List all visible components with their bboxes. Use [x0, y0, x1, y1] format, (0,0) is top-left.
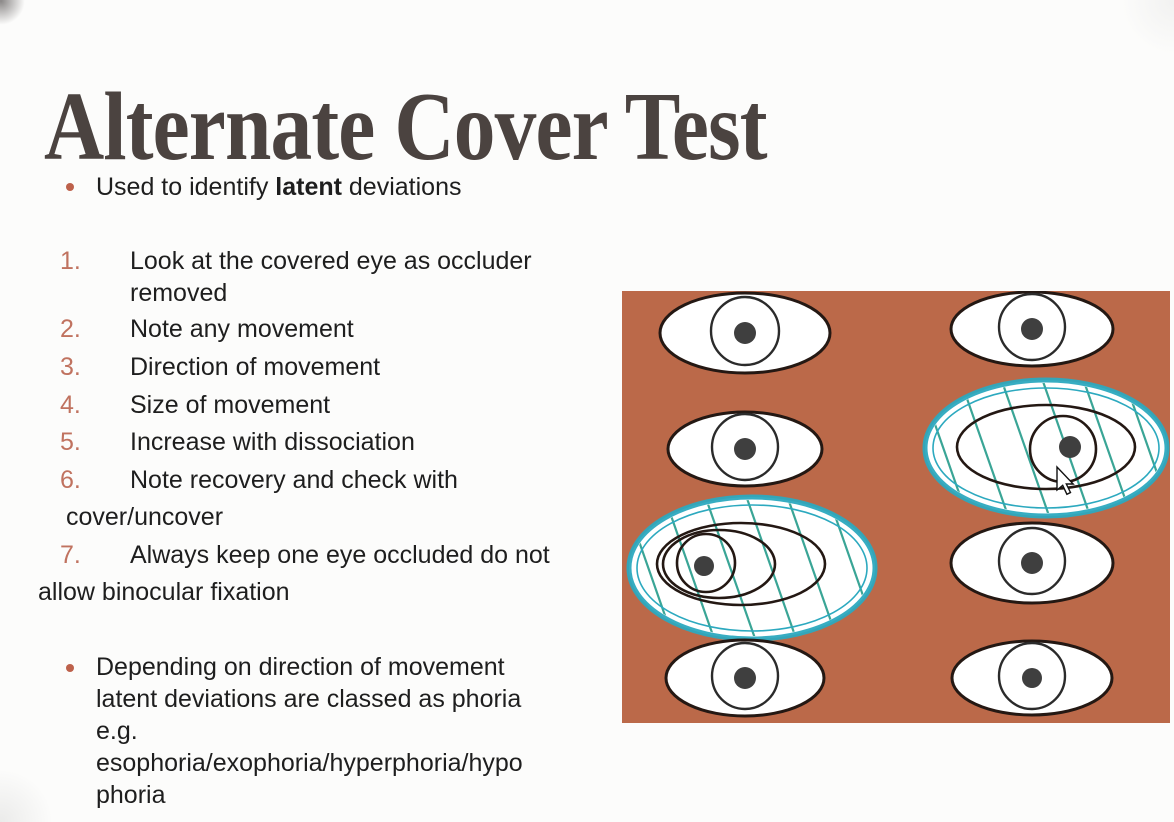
list-item-1-wrap: removed [130, 279, 228, 307]
list-item-7: Always keep one eye occluded do not [130, 541, 550, 569]
bullet-1-post: deviations [341, 173, 462, 201]
bullet-2-line-1: Depending on direction of movement [96, 653, 505, 681]
list-item-6: Note recovery and check with [130, 466, 458, 494]
bullet-2-line-2: latent deviations are classed as phoria [96, 685, 522, 713]
bullet-2-line-5: phoria [96, 781, 166, 809]
eye-covered-occluder [626, 494, 878, 642]
eye-diagram [622, 290, 1170, 723]
list-num-4: 4. [60, 391, 81, 419]
list-item-7-wrap: allow binocular fixation [38, 578, 290, 606]
bullet-2-line-4: esophoria/exophoria/hyperphoria/hypo [96, 749, 523, 777]
list-item-1: Look at the covered eye as occluder [130, 247, 532, 275]
list-item-2: Note any movement [130, 315, 354, 343]
eye-normal [949, 521, 1115, 605]
list-item-5: Increase with dissociation [130, 428, 415, 456]
eye-normal [664, 638, 826, 718]
mouse-cursor [1056, 465, 1075, 496]
list-item-3: Direction of movement [130, 353, 381, 381]
bullet-1: Used to identify latent deviations [96, 172, 461, 202]
eye-normal [658, 291, 832, 375]
eye-normal [949, 290, 1115, 368]
bullet-1-bold: latent [275, 173, 342, 201]
eye-normal [666, 410, 824, 488]
page-title: Alternate Cover Test [44, 72, 767, 180]
list-num-1: 1. [60, 247, 81, 275]
bullet-icon [66, 183, 74, 191]
list-num-6: 6. [60, 466, 81, 494]
eye-covered-occluder [922, 377, 1170, 519]
eye-diagram-svg [622, 290, 1170, 723]
bullet-1-pre: Used to identify [96, 173, 276, 201]
list-num-5: 5. [60, 428, 81, 456]
list-num-3: 3. [60, 353, 81, 381]
list-item-4: Size of movement [130, 391, 331, 419]
list-num-2: 2. [60, 315, 81, 343]
list-num-7: 7. [60, 541, 81, 569]
bullet-2-line-3: e.g. [96, 717, 138, 745]
list-item-6-wrap: cover/uncover [66, 503, 224, 531]
bullet-icon [66, 664, 74, 672]
eye-normal [950, 639, 1114, 717]
